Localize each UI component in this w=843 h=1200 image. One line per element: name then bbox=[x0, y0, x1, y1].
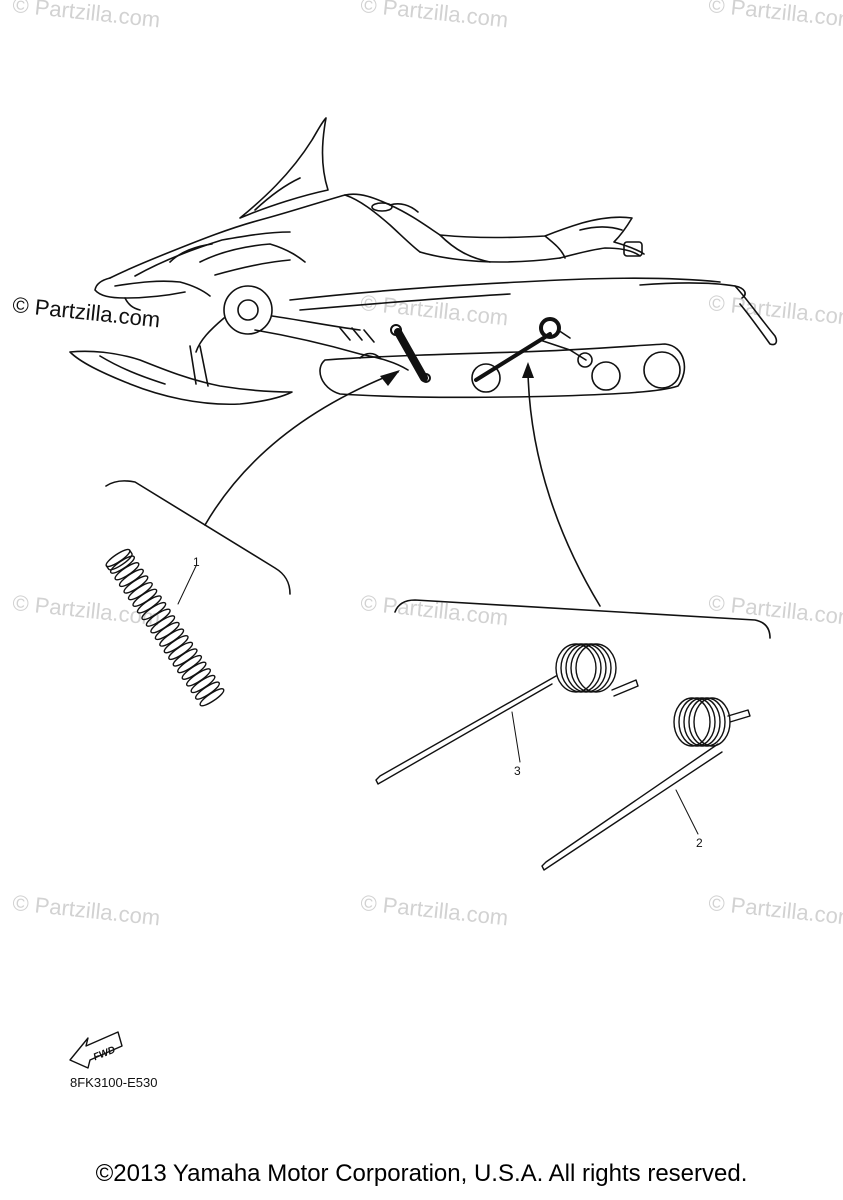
snowmobile-illustration bbox=[69, 117, 778, 406]
fwd-label: FWD bbox=[92, 1045, 117, 1064]
part-2-torsion-spring bbox=[541, 697, 751, 871]
fwd-arrow-icon bbox=[69, 1031, 123, 1069]
copyright-notice: ©2013 Yamaha Motor Corporation, U.S.A. A… bbox=[95, 1160, 748, 1187]
callout-part-3: 3 bbox=[514, 764, 521, 778]
part-3-torsion-spring bbox=[375, 643, 639, 785]
diagram-code: 8FK3100-E530 bbox=[70, 1075, 158, 1090]
leader-lines bbox=[105, 362, 771, 639]
callout-part-1: 1 bbox=[193, 555, 200, 569]
part-1-compression-spring bbox=[105, 548, 225, 707]
callout-part-2: 2 bbox=[696, 836, 703, 850]
